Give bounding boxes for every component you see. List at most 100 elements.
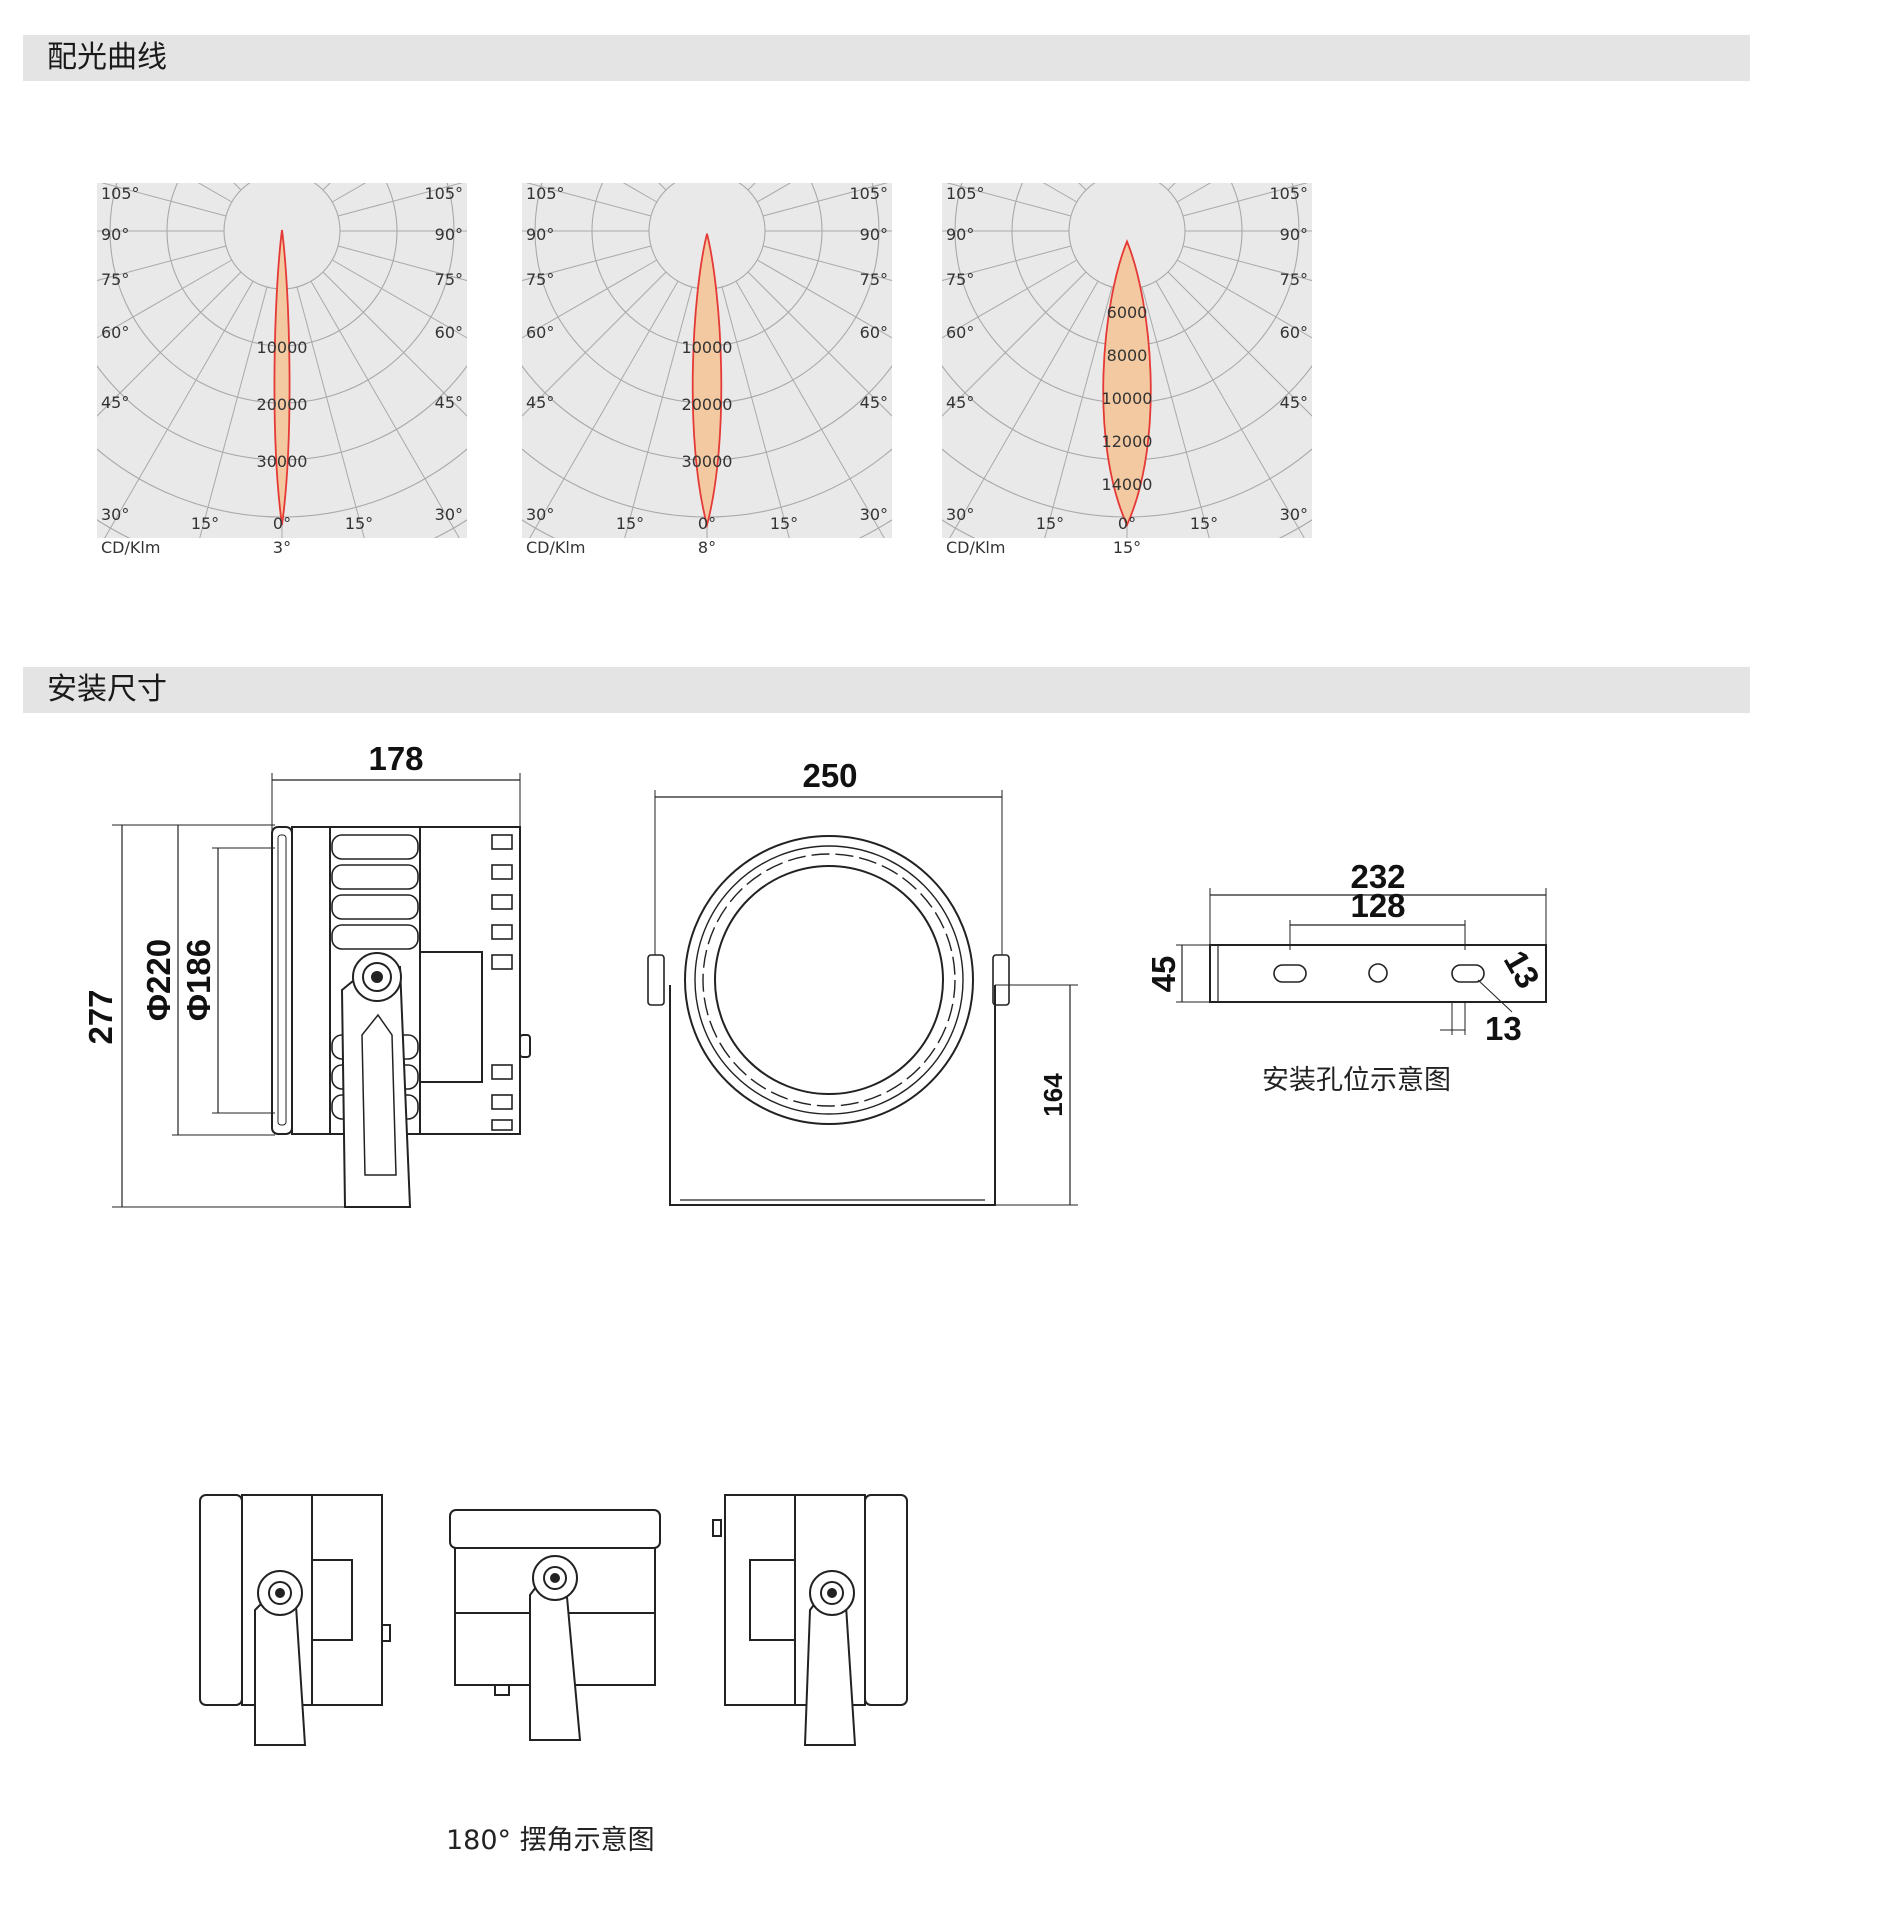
grid-radial <box>622 183 658 203</box>
grid-radial <box>1176 183 1212 203</box>
dim-slot-size-b: 13 <box>1485 1010 1522 1047</box>
angle-label-left: 30° <box>101 505 129 524</box>
grid-radial <box>127 0 267 175</box>
radial-tick-label: 12000 <box>1102 432 1153 451</box>
grid-radial <box>736 0 1007 181</box>
section-header-installation: 安装尺寸 <box>23 667 1750 713</box>
dim-hole-spacing: 128 <box>1350 887 1405 924</box>
grid-radial <box>762 183 889 217</box>
angle-label-left: 45° <box>101 393 129 412</box>
grid-radial <box>552 0 692 175</box>
grid-radial <box>762 245 892 282</box>
angle-label-left: 90° <box>101 225 129 244</box>
dim-side-height: 277 <box>82 989 119 1044</box>
angle-label-right: 105° <box>424 184 463 203</box>
dim-bracket-length: 232 <box>1350 858 1405 895</box>
beam-angle-label: 3° <box>273 538 291 557</box>
angle-label-right: 60° <box>435 323 463 342</box>
grid-radial <box>747 271 892 417</box>
grid-radial <box>322 271 467 417</box>
polar-svg-3: 60008000100001200014000105°105°90°90°75°… <box>942 183 1312 557</box>
angle-label-right: 15° <box>1190 514 1218 533</box>
angle-label-right: 45° <box>435 393 463 412</box>
beam-curve <box>691 233 723 529</box>
angle-label-right: 105° <box>849 184 888 203</box>
grid-radial <box>1044 286 1113 538</box>
grid-radial <box>756 183 792 203</box>
grid-radial <box>1155 280 1305 538</box>
radial-tick-label: 14000 <box>1102 475 1153 494</box>
grid-radial <box>722 0 862 175</box>
grid-radial <box>949 280 1099 538</box>
angle-label-right: 15° <box>770 514 798 533</box>
grid-radial <box>337 183 464 217</box>
grid-radial <box>104 280 254 538</box>
grid-radial <box>1141 286 1210 538</box>
grid-radial <box>297 0 437 175</box>
grid-radial <box>1042 183 1078 203</box>
angle-label-left: 15° <box>191 514 219 533</box>
grid-radial <box>97 245 227 282</box>
grid-radial <box>1182 183 1309 217</box>
grid-radial <box>529 280 679 538</box>
hole-caption: 安装孔位示意图 <box>1262 1065 1451 1096</box>
radial-tick-label: 6000 <box>1107 303 1148 322</box>
angle-label-right: 75° <box>860 270 888 289</box>
angle-label-right: 75° <box>435 270 463 289</box>
grid-radial <box>322 183 331 191</box>
radial-tick-label: 10000 <box>1102 389 1153 408</box>
grid-radial <box>407 0 678 181</box>
radial-tick-label: 20000 <box>682 395 733 414</box>
angle-label-right: 75° <box>1280 270 1308 289</box>
angle-label-left: 15° <box>1036 514 1064 533</box>
grid-radial <box>522 259 658 339</box>
radial-tick-label: 30000 <box>257 452 308 471</box>
grid-radial <box>0 0 253 181</box>
angle-label-right: 60° <box>1280 323 1308 342</box>
angle-label-right: 30° <box>435 505 463 524</box>
angle-label-left: 105° <box>101 184 140 203</box>
grid-radial <box>972 0 1112 175</box>
angle-label-right: 90° <box>860 225 888 244</box>
angle-label-left: 15° <box>616 514 644 533</box>
angle-label-left: 30° <box>946 505 974 524</box>
section-title: 配光曲线 <box>47 40 167 75</box>
angle-label-left: 45° <box>946 393 974 412</box>
grid-radial <box>658 183 667 191</box>
grid-radial <box>522 245 652 282</box>
angle-label-left: 75° <box>526 270 554 289</box>
dim-slot-size-a: 13 <box>1497 944 1547 994</box>
front-view-drawing: 250 164 <box>647 757 1078 1206</box>
angle-label-left: 105° <box>946 184 985 203</box>
angle-label-left: 60° <box>946 323 974 342</box>
grid-radial <box>331 183 367 203</box>
bracket-drawing: 232 128 45 13 13 <box>1145 858 1547 1047</box>
grid-radial <box>97 271 242 417</box>
swing-caption: 180° 摆角示意图 <box>446 1825 655 1856</box>
beam-angle-label: 8° <box>698 538 716 557</box>
angle-label-left: 30° <box>526 505 554 524</box>
unit-label: CD/Klm <box>946 538 1005 557</box>
grid-radial <box>311 0 582 181</box>
section-title: 安装尺寸 <box>47 672 167 707</box>
angle-label-zero: 0° <box>1118 514 1136 533</box>
dim-side-width: 178 <box>368 740 423 777</box>
dim-inner-diameter: Φ186 <box>180 939 217 1021</box>
grid-radial <box>199 286 268 538</box>
angle-label-right: 90° <box>435 225 463 244</box>
beam-curve <box>1102 239 1152 528</box>
grid-radial <box>624 286 693 538</box>
grid-radial <box>337 245 467 282</box>
grid-radial <box>945 183 1072 217</box>
grid-radial <box>1167 183 1176 191</box>
angle-label-zero: 0° <box>273 514 291 533</box>
grid-radial <box>197 183 233 203</box>
dim-front-width: 250 <box>802 757 857 794</box>
dim-front-height: 164 <box>1038 1073 1068 1117</box>
grid-radial <box>522 271 667 417</box>
angle-label-left: 90° <box>526 225 554 244</box>
side-view-bracket <box>340 952 412 1208</box>
